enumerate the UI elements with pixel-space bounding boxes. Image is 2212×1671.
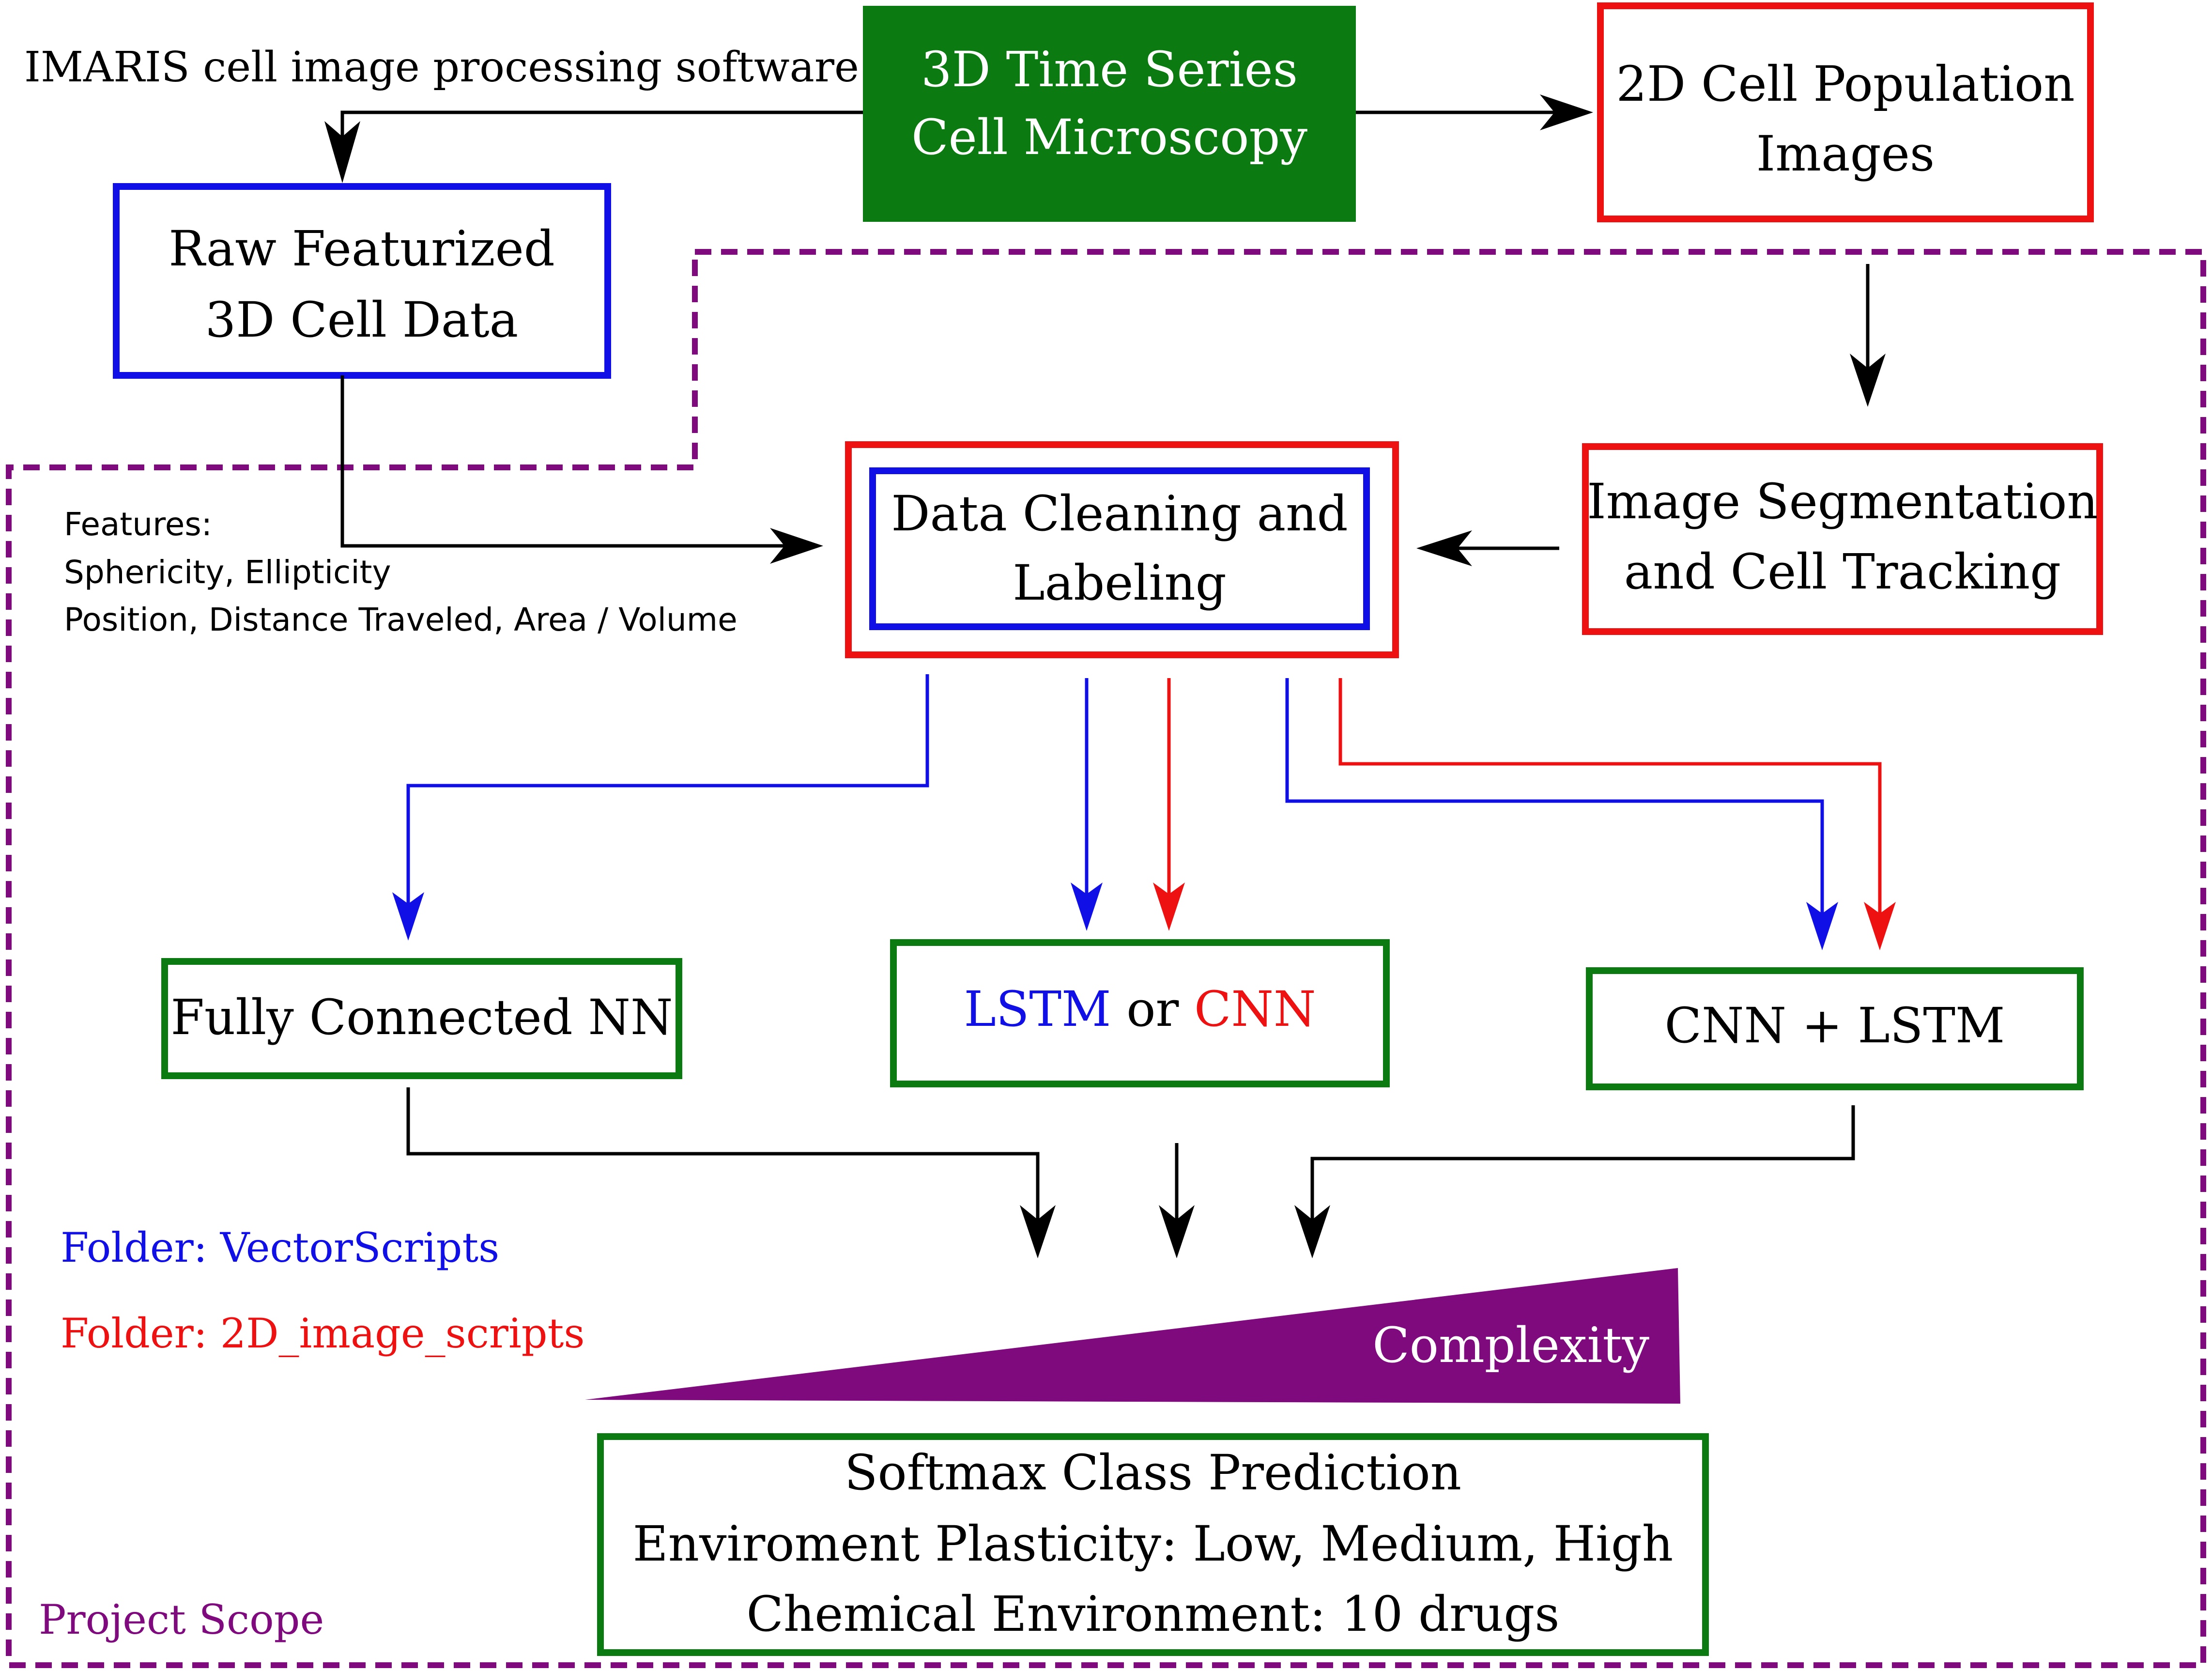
node-raw-line2: 3D Cell Data xyxy=(205,292,519,348)
node-population-line2: Images xyxy=(1756,125,1935,182)
node-softmax: Softmax Class Prediction Enviroment Plas… xyxy=(597,1433,1709,1656)
arrowhead-icon xyxy=(1020,1205,1056,1258)
arrowhead-icon xyxy=(1071,882,1103,931)
node-lstm-cnn-label: LSTM or CNN xyxy=(964,981,1316,1037)
arrowhead-icon xyxy=(770,528,823,564)
node-lstm-or-cnn: LSTM or CNN xyxy=(890,939,1390,1087)
arrowhead-icon xyxy=(1153,882,1185,931)
or-term: or xyxy=(1111,981,1194,1037)
node-cleaning-line1: Data Cleaning and xyxy=(891,485,1348,542)
edge-raw-to-cleaning xyxy=(340,375,799,548)
node-population: 2D Cell Population Images xyxy=(1597,2,2094,222)
node-cnn-plus-lstm: CNN + LSTM xyxy=(1586,967,2084,1090)
node-softmax-line3: Chemical Environment: 10 drugs xyxy=(746,1586,1559,1642)
cnn-term: CNN xyxy=(1194,981,1316,1037)
features-line1: Sphericity, Ellipticity xyxy=(64,554,391,591)
arrowhead-icon xyxy=(1416,530,1472,566)
edge-fcnn-to-softmax xyxy=(406,1087,1040,1225)
node-microscopy: 3D Time Series Cell Microscopy xyxy=(863,6,1356,222)
project-scope-label: Project Scope xyxy=(39,1596,324,1643)
arrowhead-icon xyxy=(324,121,360,183)
node-microscopy-line2: Cell Microscopy xyxy=(911,109,1307,166)
node-cnn-lstm-label: CNN + LSTM xyxy=(1665,997,2005,1054)
complexity-wedge: Complexity xyxy=(585,1268,1680,1404)
arrowhead-icon xyxy=(1864,902,1896,950)
features-line2: Position, Distance Traveled, Area / Volu… xyxy=(64,601,737,638)
features-title: Features: xyxy=(64,506,212,543)
edge-microscopy-to-raw xyxy=(340,110,863,160)
node-data-cleaning: Data Cleaning and Labeling xyxy=(845,441,1399,658)
arrowhead-icon xyxy=(392,892,424,941)
edge-cleaning-to-fcnn xyxy=(406,674,929,911)
edge-cleaning-to-cnn-lstm-red xyxy=(1338,678,1882,920)
node-softmax-line1: Softmax Class Prediction xyxy=(845,1444,1461,1501)
node-fcnn-label: Fully Connected NN xyxy=(171,989,673,1046)
complexity-label: Complexity xyxy=(1372,1317,1649,1374)
lstm-term: LSTM xyxy=(964,981,1111,1037)
node-raw-data: Raw Featurized 3D Cell Data xyxy=(113,183,611,379)
edge-cnn-lstm-to-softmax xyxy=(1310,1105,1855,1225)
node-cleaning-line2: Labeling xyxy=(1013,555,1227,611)
node-microscopy-line1: 3D Time Series xyxy=(921,41,1298,98)
folder-2d-label: Folder: 2D_image_scripts xyxy=(61,1310,584,1357)
node-segmentation-line1: Image Segmentation xyxy=(1587,473,2098,530)
node-segmentation-line2: and Cell Tracking xyxy=(1624,543,2061,600)
arrowhead-icon xyxy=(1850,354,1886,407)
node-raw-line1: Raw Featurized xyxy=(169,220,555,277)
node-segmentation: Image Segmentation and Cell Tracking xyxy=(1582,443,2103,635)
folder-vector-label: Folder: VectorScripts xyxy=(61,1224,499,1271)
arrowhead-icon xyxy=(1806,902,1838,950)
node-population-line1: 2D Cell Population xyxy=(1616,56,2074,112)
imaris-label: IMARIS cell image processing software xyxy=(24,43,859,92)
arrowhead-icon xyxy=(1540,94,1593,130)
edge-cleaning-to-cnn-lstm-blue xyxy=(1285,678,1824,920)
node-fully-connected: Fully Connected NN xyxy=(161,958,682,1079)
arrowhead-icon xyxy=(1159,1205,1195,1258)
node-softmax-line2: Enviroment Plasticity: Low, Medium, High xyxy=(633,1516,1674,1572)
arrowhead-icon xyxy=(1294,1205,1330,1258)
